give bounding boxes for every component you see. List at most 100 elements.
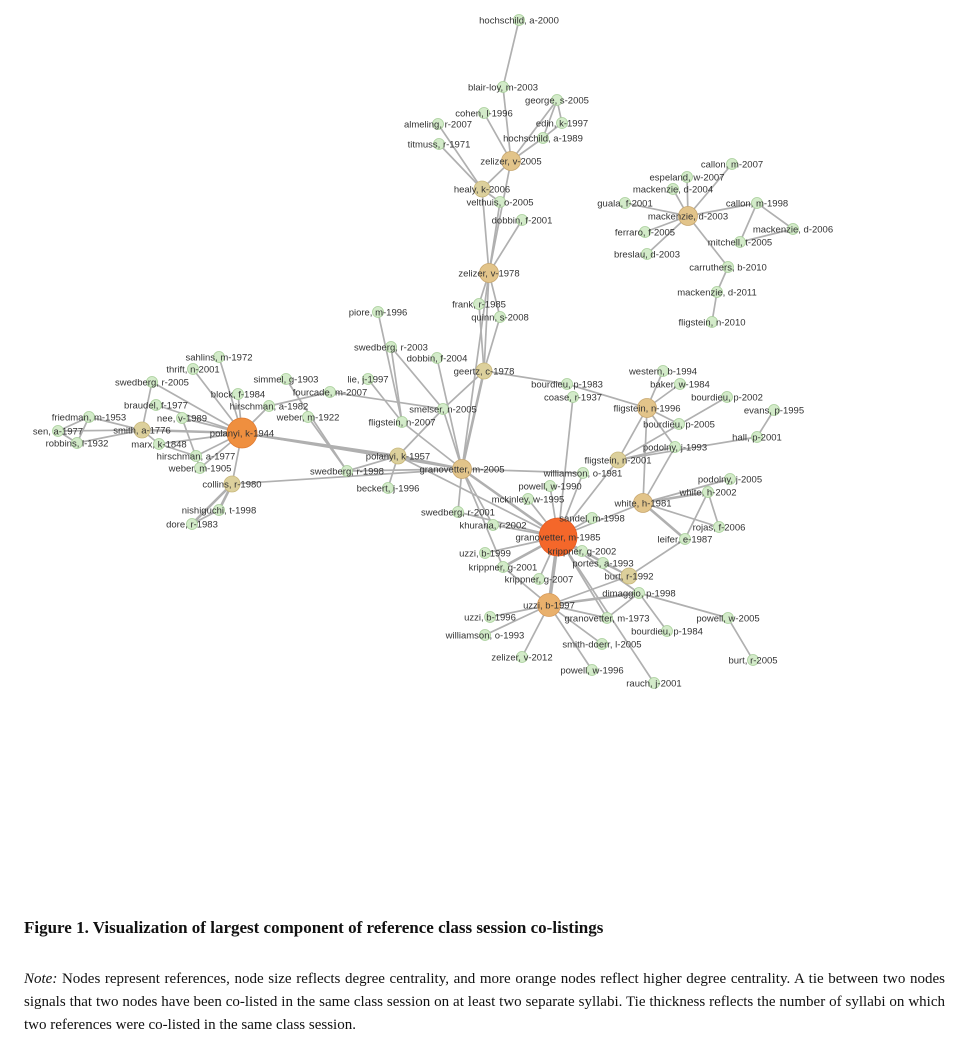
node-circle <box>633 587 645 599</box>
node-label: ferraro, f-2005 <box>615 228 675 239</box>
node-label: fourcade, m-2007 <box>293 388 367 399</box>
node-label: titmuss, r-1971 <box>408 140 471 151</box>
node-label: fligstein, n-2001 <box>584 456 651 467</box>
node-label: swedberg, r-2003 <box>354 343 428 354</box>
node-circle <box>667 183 679 195</box>
node-label: swedberg, r-2005 <box>115 378 189 389</box>
edge-white1981-rojas2006 <box>642 502 720 528</box>
node-circle <box>431 352 443 364</box>
node-label: bourdieu, p-2002 <box>691 393 763 404</box>
edge-smith1776-robb1932 <box>76 429 143 444</box>
node-circle <box>681 171 693 183</box>
node-circle <box>567 391 579 403</box>
node-label: sen, a-1977 <box>33 427 83 438</box>
edge-geertz1978-bour1983 <box>483 370 568 385</box>
edge-dob2004-gran2005 <box>436 357 463 470</box>
node-label: weber, m-1905 <box>168 464 232 475</box>
node-label: podolny, j-2005 <box>698 475 762 486</box>
node-label: piore, m-1996 <box>349 308 408 319</box>
node-circle <box>213 504 225 516</box>
node-label: portes, a-1993 <box>572 559 633 570</box>
edge-pol1957-smel2005 <box>397 408 444 457</box>
node-label: frank, r-1985 <box>452 300 506 311</box>
edge-leif1987-burt1992 <box>628 538 686 577</box>
edge-pow2005-burt2005 <box>727 617 754 661</box>
edge-flig1996-flig2001 <box>617 407 648 461</box>
edge-velt2005-zel1978 <box>488 201 501 274</box>
node-circle <box>473 298 485 310</box>
node-circle <box>533 573 545 585</box>
node-circle <box>150 399 162 411</box>
node-circle <box>83 411 95 423</box>
edge-web1922-swed1998 <box>307 416 348 472</box>
edge-mack2003-carr2010 <box>687 215 729 268</box>
node-label: smith-doerr, l-2005 <box>562 640 641 651</box>
node-label: krippner, g-2007 <box>505 575 574 586</box>
node-label: krippner, g-2002 <box>548 547 617 558</box>
node-label: weber, m-1922 <box>276 413 340 424</box>
figure-title: Figure 1. Visualization of largest compo… <box>24 918 604 937</box>
node-label: lie, j-1997 <box>347 375 388 386</box>
node-circle <box>722 261 734 273</box>
node-label: dobbin, f-2004 <box>407 354 468 365</box>
edge-burt1992-uzzi1997 <box>548 575 630 606</box>
node-circle <box>280 373 292 385</box>
node-label: mckinley, w-1995 <box>492 495 565 506</box>
node-circle <box>186 518 198 530</box>
node-label: leifer, e-1987 <box>658 535 713 546</box>
node-circle <box>768 404 780 416</box>
node-label: hochschild, a-1989 <box>503 134 583 145</box>
edge-podo1993-flig2001 <box>617 446 676 461</box>
node-circle <box>576 545 588 557</box>
edge-smel2005-gran2005 <box>442 408 463 470</box>
edge-george2005-zel2005 <box>510 99 558 162</box>
node-label: swedberg, r-1998 <box>310 467 384 478</box>
node-label: granovetter, m-1973 <box>564 614 649 625</box>
node-circle <box>706 316 718 328</box>
node-circle <box>52 425 64 437</box>
node-label: zelizer, v-1978 <box>458 269 519 280</box>
node-circle <box>679 533 691 545</box>
node-label: healy, k-2006 <box>454 185 510 196</box>
node-label: powell, w-1990 <box>518 482 581 493</box>
node-label: hirschman, a-1977 <box>157 452 236 463</box>
edge-smith1776-fried1953 <box>88 416 143 431</box>
node-label: simmel, g-1903 <box>254 375 319 386</box>
node-label: baker, w-1984 <box>650 380 710 391</box>
node-circle <box>561 378 573 390</box>
node-circle <box>479 263 499 283</box>
edge-podo1993-white1981 <box>642 446 676 504</box>
node-label: zelizer, v-2005 <box>480 157 541 168</box>
node-label: hirschman, a-1982 <box>230 402 309 413</box>
edge-gran2005-gran1985 <box>461 467 559 539</box>
node-circle <box>385 341 397 353</box>
node-label: sahlins, m-1972 <box>185 353 252 364</box>
edge-smith1776-sen1977 <box>57 429 143 432</box>
figure-note: Note: Nodes represent references, node s… <box>24 968 945 1037</box>
note-text: Nodes represent references, node size re… <box>24 971 945 1033</box>
node-label: friedman, m-1953 <box>52 413 126 424</box>
node-circle <box>475 362 493 380</box>
node-label: dobbin, f-2001 <box>492 216 553 227</box>
node-circle <box>751 197 763 209</box>
node-circle <box>501 151 521 171</box>
node-circle <box>213 351 225 363</box>
node-circle <box>619 197 631 209</box>
node-circle <box>586 512 598 524</box>
edge-pol1944-smith1776 <box>141 428 243 435</box>
node-label: thrift, n-2001 <box>166 365 219 376</box>
node-circle <box>302 411 314 423</box>
node-label: granovetter, m-2005 <box>419 465 504 476</box>
edge-dim1998-pow2005 <box>638 592 729 619</box>
node-label: dore, r-1983 <box>166 520 218 531</box>
node-circle <box>734 236 746 248</box>
node-label: williamson, o-1993 <box>445 631 525 642</box>
edge-coll1980-dore1983 <box>191 483 233 525</box>
node-label: mackenzie, d-2003 <box>648 212 728 223</box>
edge-blair2003-zel2005 <box>502 86 512 162</box>
node-circle <box>678 206 698 226</box>
edge-bour1983-flig1996 <box>566 383 648 409</box>
node-label: uzzi, b-1996 <box>464 613 516 624</box>
node-circle <box>537 132 549 144</box>
